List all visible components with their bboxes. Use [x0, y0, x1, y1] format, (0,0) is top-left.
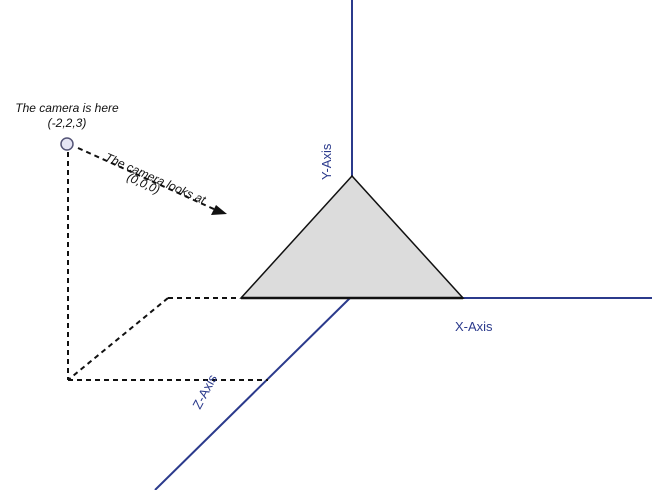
z-axis-label: Z-Axis — [189, 371, 220, 411]
dashed-floor-diagonal — [67, 297, 169, 381]
camera-point — [60, 137, 74, 151]
look-direction-arrow-line — [77, 147, 217, 211]
triangle — [239, 174, 465, 299]
camera-position-label: The camera is here — [15, 101, 119, 115]
y-axis-label: Y-Axis — [319, 143, 334, 180]
z-axis-line — [154, 297, 351, 490]
camera-target-label: The camera looks at — [103, 150, 209, 207]
arrow-head-icon — [211, 205, 227, 215]
camera-position-coords: (-2,2,3) — [48, 116, 87, 130]
x-axis-label: X-Axis — [455, 319, 493, 334]
